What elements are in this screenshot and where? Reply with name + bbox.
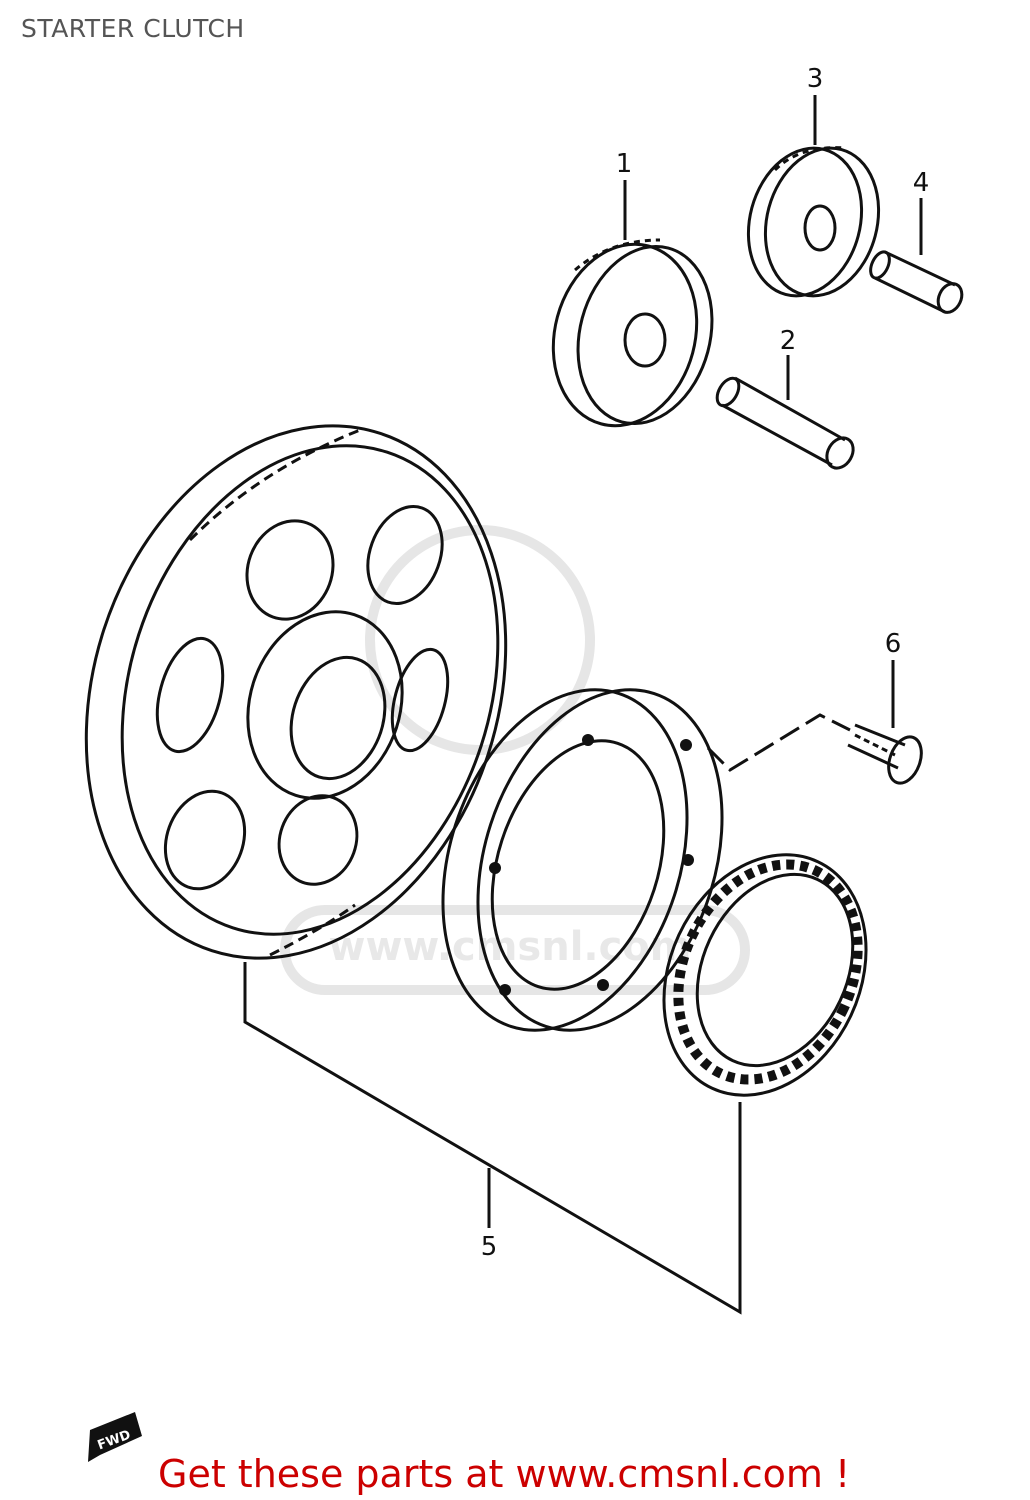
shaft-2[interactable]	[713, 375, 859, 473]
part-label-3: 3	[807, 64, 824, 94]
fwd-arrow-icon: FWD	[88, 1412, 142, 1462]
starter-clutch-body[interactable]	[402, 658, 764, 1062]
part-label-2: 2	[780, 326, 797, 356]
part-label-4: 4	[913, 168, 930, 198]
page-title: STARTER CLUTCH	[21, 14, 245, 43]
watermark-logo: www.cmsnl.com	[280, 525, 750, 995]
promo-link[interactable]: Get these parts at www.cmsnl.com !	[158, 1452, 851, 1496]
leader-lines	[243, 95, 923, 1315]
idle-gear-3[interactable]	[732, 135, 894, 308]
shaft-4[interactable]	[867, 249, 966, 316]
idle-gear-1[interactable]	[534, 228, 732, 442]
one-way-clutch-bearing[interactable]	[626, 822, 904, 1129]
part-label-1: 1	[616, 149, 633, 179]
part-label-5: 5	[481, 1232, 498, 1262]
starter-driven-gear[interactable]	[20, 371, 572, 1013]
part-label-6: 6	[885, 629, 902, 659]
bolt-6[interactable]	[847, 723, 927, 788]
